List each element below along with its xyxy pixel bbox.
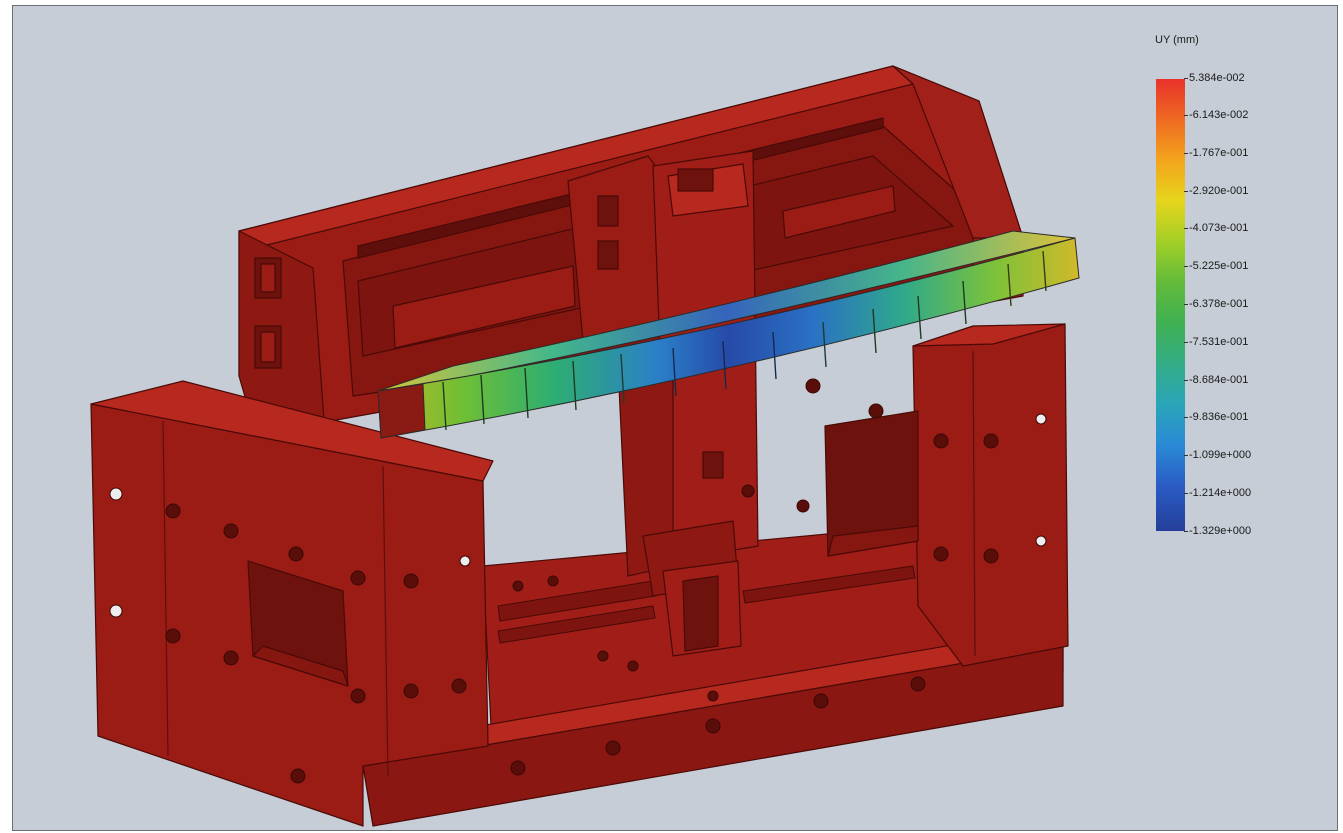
legend-tick: -1.214e+000 [1183,487,1252,499]
machine-base [90,323,1069,827]
result-legend: UY (mm) 5.384e-002 -6.143e-002 -1.767e-0… [1153,34,1333,574]
legend-title: UY (mm) [1155,34,1199,46]
deck-rails [497,565,916,644]
deformed-crossbeam [377,230,1080,439]
legend-tick: -1.099e+000 [1183,449,1252,461]
legend-tick: -4.073e-001 [1183,222,1249,234]
legend-tick: -1.767e-001 [1183,147,1249,159]
fea-model-view[interactable] [13,6,1338,831]
legend-tick: -6.143e-002 [1183,109,1249,121]
legend-tick: 5.384e-002 [1184,72,1245,84]
z-axis-column [567,150,759,657]
legend-tick: -1.329e+000 [1183,525,1252,537]
legend-color-bar [1156,79,1185,531]
legend-tick: -5.225e-001 [1183,260,1249,272]
legend-tick: -6.378e-001 [1183,298,1249,310]
legend-tick: -7.531e-001 [1183,336,1249,348]
legend-tick: -9.836e-001 [1183,411,1249,423]
legend-tick: -2.920e-001 [1183,185,1249,197]
bolt-holes [109,378,1047,784]
results-viewport[interactable]: UY (mm) 5.384e-002 -6.143e-002 -1.767e-0… [12,5,1338,831]
legend-tick: -8.684e-001 [1183,374,1249,386]
